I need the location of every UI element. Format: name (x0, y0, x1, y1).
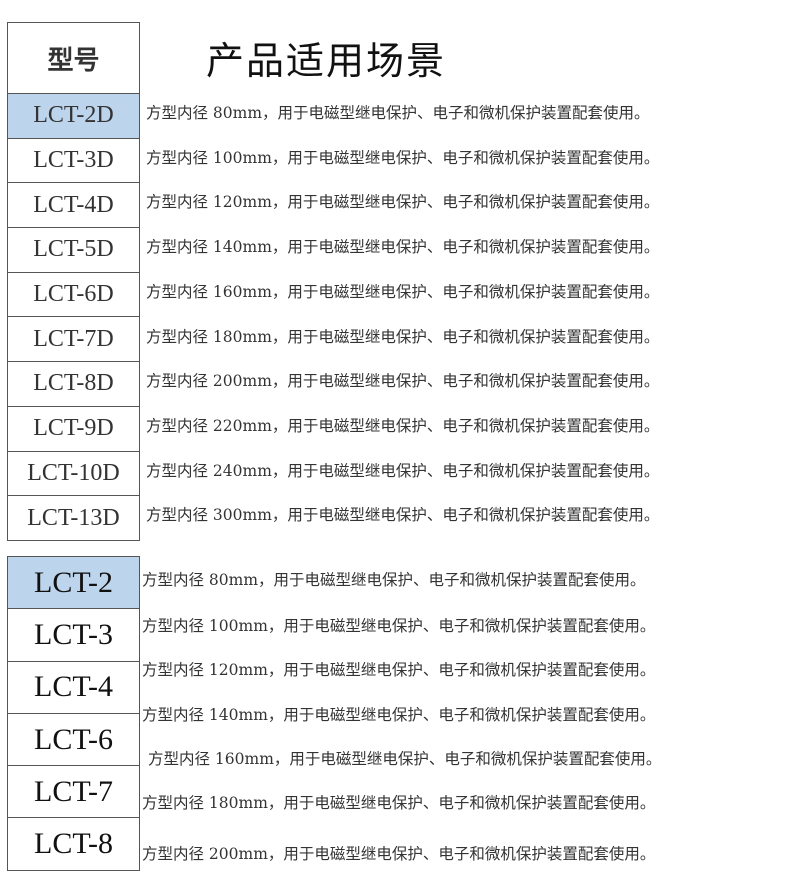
description-text: 方型内径 220mm，用于电磁型继电保护、电子和微机保护装置配套使用。 (146, 416, 660, 435)
description-text: 方型内径 180mm，用于电磁型继电保护、电子和微机保护装置配套使用。 (142, 794, 656, 812)
model-cell: LCT-10D (8, 452, 139, 497)
description-text: 方型内径 300mm，用于电磁型继电保护、电子和微机保护装置配套使用。 (146, 506, 660, 525)
description-text: 方型内径 100mm，用于电磁型继电保护、电子和微机保护装置配套使用。 (142, 617, 656, 635)
description-text: 方型内径 140mm，用于电磁型继电保护、电子和微机保护装置配套使用。 (142, 706, 656, 724)
description-text: 方型内径 160mm，用于电磁型继电保护、电子和微机保护装置配套使用。 (148, 750, 662, 768)
model-cell: LCT-5D (8, 228, 139, 273)
model-cell: LCT-6D (8, 273, 139, 318)
model-cell: LCT-3 (8, 609, 139, 662)
page-title: 产品适用场景 (206, 39, 447, 83)
description-text: 方型内径 120mm，用于电磁型继电保护、电子和微机保护装置配套使用。 (146, 193, 660, 212)
model-cell: LCT-8D (8, 362, 139, 407)
description-text: 方型内径 80mm，用于电磁型继电保护、电子和微机保护装置配套使用。 (146, 104, 650, 122)
model-cell: LCT-4 (8, 662, 139, 714)
model-cell: LCT-7D (8, 317, 139, 363)
description-text: 方型内径 80mm，用于电磁型继电保护、电子和微机保护装置配套使用。 (142, 571, 646, 589)
model-cell: LCT-3D (8, 139, 139, 184)
description-text: 方型内径 200mm，用于电磁型继电保护、电子和微机保护装置配套使用。 (142, 845, 656, 863)
model-cell: LCT-2 (8, 557, 139, 610)
model-cell: LCT-4D (8, 183, 139, 229)
model-cell: LCT-2D (8, 94, 139, 139)
model-cell: LCT-6 (8, 714, 139, 767)
description-text: 方型内径 160mm，用于电磁型继电保护、电子和微机保护装置配套使用。 (146, 282, 660, 301)
description-text: 方型内径 240mm，用于电磁型继电保护、电子和微机保护装置配套使用。 (146, 461, 660, 480)
description-text: 方型内径 140mm，用于电磁型继电保护、电子和微机保护装置配套使用。 (146, 238, 660, 257)
model-cell: LCT-13D (8, 496, 139, 541)
model-cell: LCT-7 (8, 766, 139, 819)
description-text: 方型内径 100mm，用于电磁型继电保护、电子和微机保护装置配套使用。 (146, 148, 660, 167)
model-cell: LCT-8 (8, 818, 139, 871)
model-header: 型号 (8, 23, 139, 94)
description-text: 方型内径 180mm，用于电磁型继电保护、电子和微机保护装置配套使用。 (146, 327, 660, 346)
description-text: 方型内径 120mm，用于电磁型继电保护、电子和微机保护装置配套使用。 (142, 661, 656, 679)
description-text: 方型内径 200mm，用于电磁型继电保护、电子和微机保护装置配套使用。 (146, 372, 660, 391)
model-cell: LCT-9D (8, 407, 139, 452)
